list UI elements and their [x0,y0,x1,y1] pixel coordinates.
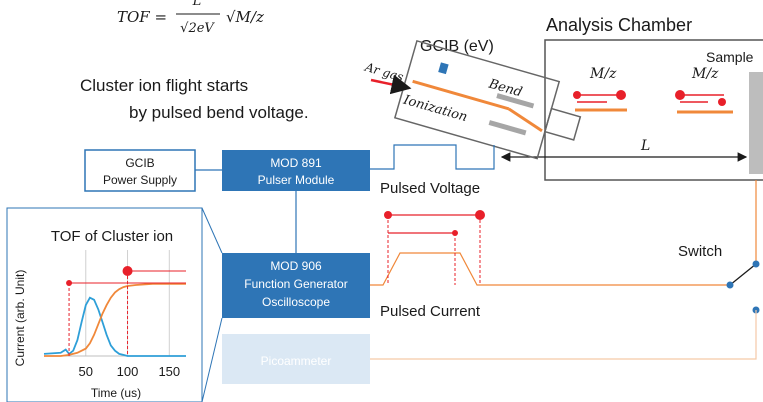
chart-x-tick-label: 50 [79,364,93,379]
chart-x-axis-label: Time (us) [91,386,141,400]
gcib-title: GCIB (eV) [420,38,494,55]
sample-holder [749,72,763,174]
sample-label: Sample [706,49,754,65]
ar-gas-arrow [370,74,412,95]
switch-pivot [726,281,734,289]
mz-label-2: M/z [691,66,719,82]
picoammeter-box: Picoammeter [222,334,370,384]
chart-title: TOF of Cluster ion [51,228,173,245]
tof-formula: TOF = L √2eV √M/z [117,0,264,36]
mod891-pulser-box: MOD 891 Pulser Module [222,150,370,191]
picoammeter-label: Picoammeter [261,354,332,368]
analysis-chamber [544,39,763,181]
gcib-gun [393,39,582,160]
chart-series-line-2 [44,282,186,357]
chart-marker-dot [66,280,73,286]
pulsed-voltage-wire [370,144,495,170]
mod906-line-3: Oscilloscope [262,295,330,309]
bend-electrode-bottom [488,120,527,136]
mod891-line-2: Pulser Module [258,173,335,187]
formula-lhs: TOF = [117,8,167,26]
chart-y-axis-label: Current (arb. Unit) [13,270,27,367]
flight-length-label: L [640,138,650,154]
formula-denominator: √2eV [180,21,215,36]
mod906-function-generator-box: MOD 906 Function Generator Oscilloscope [222,253,370,318]
mod906-line-1: MOD 906 [270,259,322,273]
switch-contact-1 [752,260,760,268]
chart-x-tick-label: 150 [158,364,180,379]
mod906-line-2: Function Generator [244,277,347,291]
pulsed-current-label: Pulsed Current [380,303,481,320]
power-supply-line-1: GCIB [125,156,154,170]
formula-numerator: L [192,0,202,9]
picoammeter-wire [370,310,757,360]
ion-packet-2: M/z [675,66,733,114]
switch-label: Switch [678,243,722,260]
ion-packet-1: M/z [573,66,627,112]
tof-chart: 50 100 150 [43,250,186,379]
chart-x-tick-label: 100 [117,364,139,379]
caption-line-2: by pulsed bend voltage. [129,103,309,122]
chart-marker-dot [122,266,133,276]
ionization-label: Ionization [401,92,469,125]
ar-gas-label: Ar gas [363,60,406,85]
mz-label-1: M/z [589,66,617,82]
pulsed-current-waveform [370,210,730,286]
bend-electrode-top [496,93,535,109]
pulsed-voltage-label: Pulsed Voltage [380,180,480,197]
gas-nozzle-icon [438,62,449,75]
power-supply-line-2: Power Supply [103,173,177,187]
formula-root: √M/z [226,8,264,26]
caption-line-1: Cluster ion flight starts [80,76,248,95]
mod891-line-1: MOD 891 [270,156,322,170]
switch-lever[interactable] [729,263,757,286]
gcib-power-supply-box: GCIB Power Supply [84,149,196,192]
chamber-title: Analysis Chamber [546,15,692,35]
